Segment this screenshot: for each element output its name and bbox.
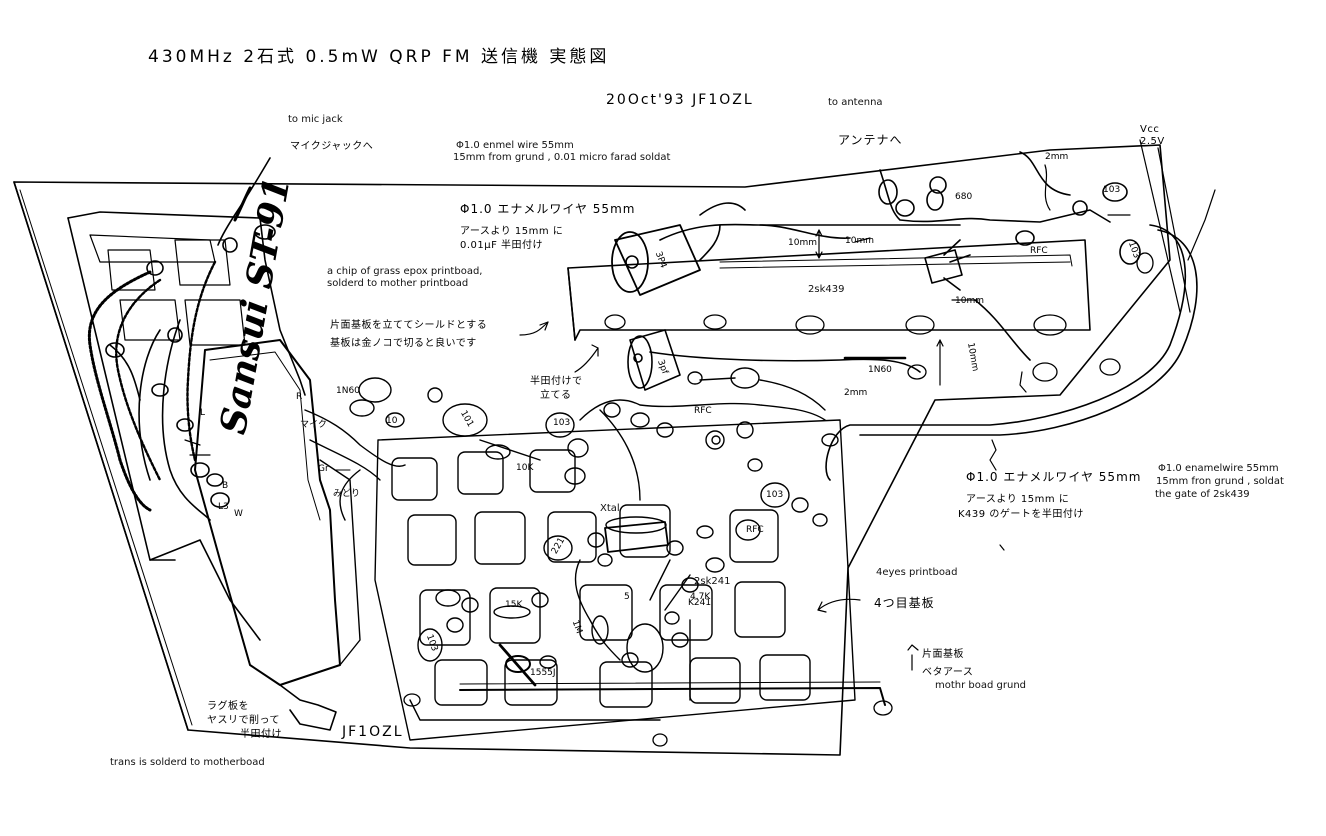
jp-wire-3: 0.01μF 半田付け <box>460 240 544 251</box>
transformer-body <box>194 339 361 731</box>
mark-cap-103-c: 103 <box>553 418 571 428</box>
label-four-eyes: 4eyes printboad <box>876 567 958 578</box>
annotation-arrows <box>519 229 1027 671</box>
mark-dim-10mm-b: 10mm <box>845 236 874 246</box>
label-chip-note-1: a chip of grass epox printboad, <box>327 266 483 277</box>
mark-vr-10: 10 <box>386 416 398 426</box>
label-mother-ground: mothr boad grund <box>935 680 1027 691</box>
mark-dim-2mm-a: 2mm <box>1045 152 1069 162</box>
label-wire-note-1: Φ1.0 enmel wire 55mm <box>456 140 574 151</box>
jp-vcc: Vcc 2.5V <box>1140 124 1165 147</box>
mark-dim-10mm-c: 10mm <box>955 296 984 306</box>
jp-wire-2: アースより 15mm に <box>460 226 564 237</box>
solder-blobs <box>403 252 1154 747</box>
shield-board <box>567 239 1091 341</box>
mark-trans-w: W <box>234 509 243 519</box>
jp-signature: JF1OZL <box>342 724 404 740</box>
fet-2sk439 <box>924 239 971 291</box>
jp-wire-b2: アースより 15mm に <box>966 494 1070 505</box>
label-trans-note: trans is solderd to motherboad <box>110 757 265 768</box>
mark-res-15553: 1555J <box>530 668 556 678</box>
mark-res-10k: 10K <box>516 463 534 473</box>
label-enamel-2: 15mm fron grund , soldat <box>1156 476 1284 487</box>
jp-solder-stand-1: 半田付けで <box>530 376 583 387</box>
mark-pin-k241: K241 <box>688 598 712 608</box>
circuit-wiring <box>304 367 839 541</box>
mark-rfc-3: RFC <box>746 525 764 535</box>
jp-shield-2: 基板は金ノコで切ると良いです <box>330 338 477 349</box>
mark-trans-b: B <box>222 481 229 491</box>
jp-lug-2: ヤスリで削って <box>207 715 280 726</box>
jp-one-side-2: ベタアース <box>922 667 974 678</box>
jp-mic-label: マイク <box>300 420 327 430</box>
diagram-title: 430MHz 2石式 0.5mW QRP FM 送信機 実態図 <box>148 47 610 67</box>
mark-trans-l3: L3 <box>218 502 229 512</box>
mark-cap-103-a: 103 <box>1103 185 1121 195</box>
mark-rfc-2: RFC <box>694 406 712 416</box>
four-eyes-board <box>374 419 856 741</box>
mark-dim-10mm-a: 10mm <box>788 238 817 248</box>
mark-trans-l: L <box>200 408 206 418</box>
mark-rfc-1: RFC <box>1030 246 1048 256</box>
jp-lug-1: ラグ板を <box>207 701 249 712</box>
label-enamel-3: the gate of 2sk439 <box>1155 489 1250 500</box>
jp-one-side-1: 片面基板 <box>922 649 964 660</box>
jp-antenna: アンテナへ <box>838 133 903 147</box>
mark-pin-5: 5 <box>624 592 630 602</box>
mark-diode-1: 1N60 <box>336 386 360 396</box>
mark-trans-gr: Gr <box>318 464 329 474</box>
trimmer-capacitors <box>611 224 701 391</box>
date-callsign: 20Oct'93 JF1OZL <box>606 92 754 108</box>
jp-wire-1: Φ1.0 エナメルワイヤ 55mm <box>460 202 636 216</box>
label-enamel-1: Φ1.0 enamelwire 55mm <box>1158 463 1279 474</box>
braided-wires <box>87 237 238 521</box>
label-xtal: Xtal <box>600 503 620 514</box>
label-fet-2sk241: 2sk241 <box>694 576 731 587</box>
label-mic-jack: to mic jack <box>288 114 343 125</box>
jp-gr-label: みどり <box>333 489 361 499</box>
mark-res-15k: 15K <box>505 600 523 610</box>
mark-res-4k7: 4.7K <box>690 592 711 602</box>
jp-shield-1: 片面基板を立ててシールドとする <box>330 320 488 331</box>
mark-trans-r: R <box>296 392 303 402</box>
mother-board <box>13 144 1171 756</box>
mic-jack-wire <box>217 157 276 246</box>
mark-cap-680: 680 <box>955 192 973 202</box>
label-fet-2sk439: 2sk439 <box>808 284 845 295</box>
jp-wire-b1: Φ1.0 エナメルワイヤ 55mm <box>966 470 1142 484</box>
label-wire-note-2: 15mm from grund , 0.01 micro farad solda… <box>453 152 671 163</box>
mark-diode-2: 1N60 <box>868 365 892 375</box>
misc-scribbles <box>184 164 1216 456</box>
jp-four-eyes: 4つ目基板 <box>874 596 935 610</box>
mark-cap-103-d: 103 <box>766 490 784 500</box>
jp-solder-stand-2: 立てる <box>540 390 572 401</box>
antenna-wiring <box>825 139 1198 481</box>
label-antenna: to antenna <box>828 97 883 108</box>
jp-lug-3: 半田付け <box>240 729 282 740</box>
label-chip-note-2: solderd to mother printboad <box>327 278 469 289</box>
mark-dim-2mm-b: 2mm <box>844 388 868 398</box>
jp-mic-jack: マイクジャックへ <box>290 141 374 152</box>
enamel-wires <box>649 202 1031 373</box>
jp-wire-b3: K439 のゲートを半田付け <box>958 509 1084 520</box>
lower-components <box>409 516 886 721</box>
